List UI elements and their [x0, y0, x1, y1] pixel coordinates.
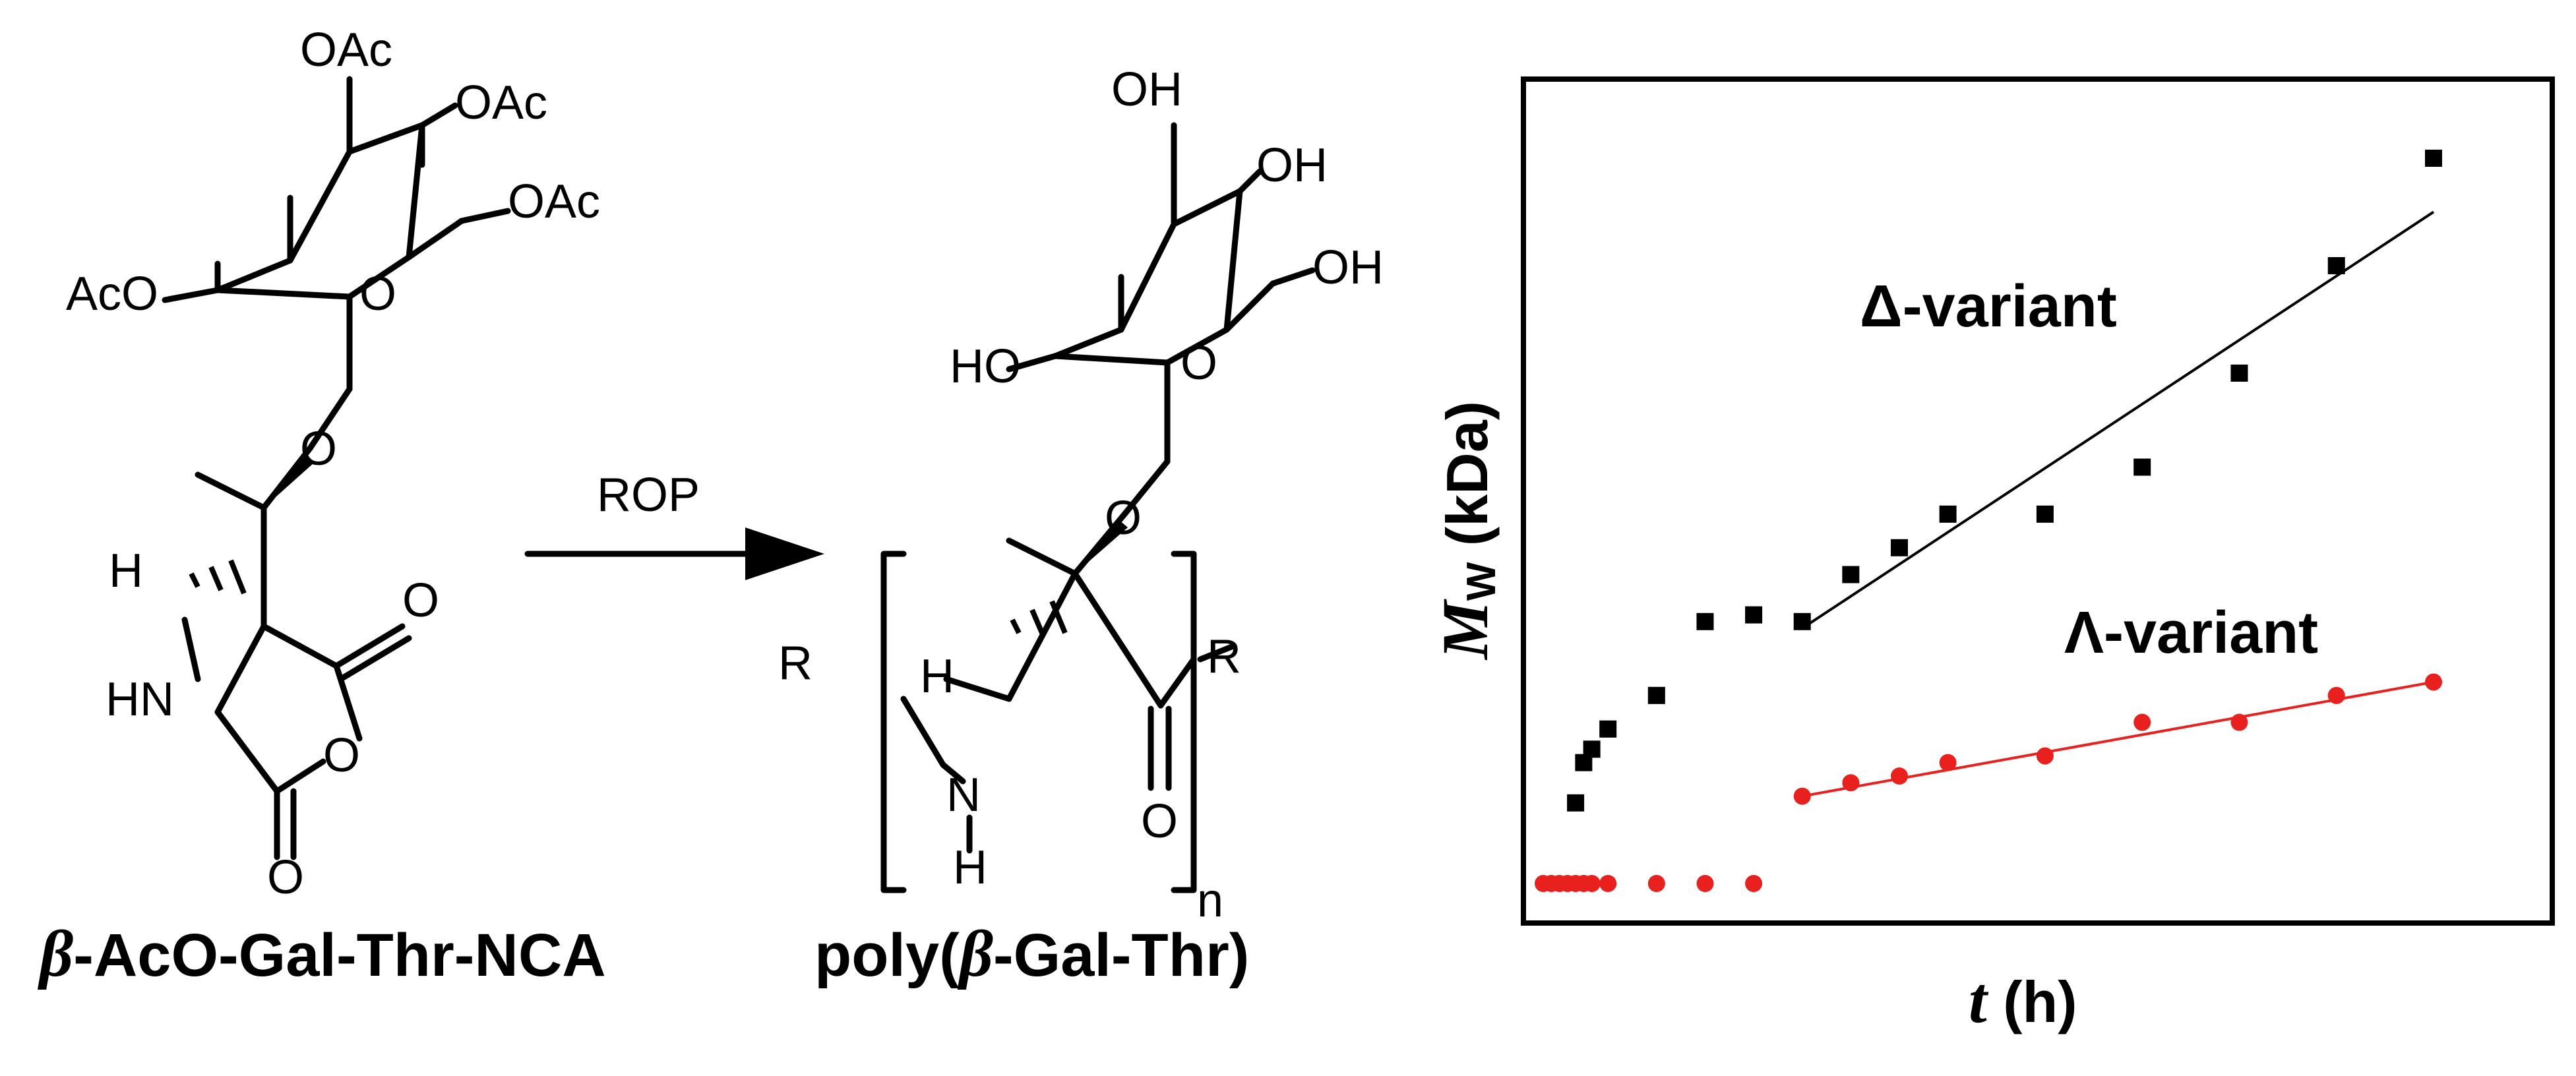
chart-marks [1535, 150, 2442, 892]
data-point-s0-15 [2425, 150, 2442, 167]
data-point-s1-11 [1793, 787, 1811, 805]
polymer-structure: OH OH OH HO O O R R H N H O n poly(β-Gal… [778, 63, 1384, 990]
atom-carbonyl-o2: O [267, 851, 304, 904]
data-point-s0-4 [1647, 686, 1665, 704]
y-axis-label: MW (kDa) [1428, 401, 1504, 661]
data-point-s0-13 [2230, 364, 2248, 382]
arrow-head [745, 527, 824, 580]
data-point-s1-18 [2327, 686, 2345, 704]
data-point-s1-6 [1583, 875, 1601, 892]
data-point-s0-3 [1599, 720, 1617, 738]
atom-oac-3: OAc [508, 175, 600, 228]
data-point-s1-9 [1696, 875, 1714, 892]
data-point-s0-0 [1567, 794, 1585, 812]
legend-label-delta: Δ-variant [1860, 274, 2117, 340]
atom-oh-2: OH [1256, 139, 1328, 192]
data-point-s1-15 [2036, 747, 2054, 765]
repeat-subscript: n [1197, 874, 1223, 927]
reaction-arrow: ROP [524, 469, 824, 580]
atom-ring-o-poly: O [1181, 337, 1217, 390]
data-point-s1-13 [1891, 767, 1908, 785]
data-point-s0-6 [1745, 606, 1763, 624]
atom-carbonyl-o-poly: O [1141, 795, 1178, 848]
atom-r-right: R [1207, 630, 1241, 683]
hash-bond [189, 559, 247, 595]
atom-h-n: H [953, 841, 987, 894]
data-point-s0-14 [2327, 256, 2345, 274]
data-point-s0-10 [1939, 505, 1957, 523]
data-point-s0-9 [1891, 539, 1908, 556]
atom-n: N [946, 769, 981, 822]
reagent-label: ROP [597, 469, 700, 522]
data-point-s0-2 [1583, 740, 1601, 758]
x-axis-label: t (h) [1969, 963, 2077, 1036]
data-point-s1-7 [1599, 875, 1617, 892]
data-point-s1-16 [2133, 713, 2151, 731]
stereo-wedge [264, 455, 314, 508]
data-point-s0-5 [1696, 613, 1714, 630]
stereo-wedge-poly [1075, 520, 1128, 574]
data-point-s0-8 [1842, 566, 1860, 583]
atom-ring-o: O [359, 268, 396, 320]
fit-line-0 [1801, 210, 2435, 630]
atom-oac-2: OAc [455, 76, 547, 129]
legend-label-lambda: Λ-variant [2064, 600, 2318, 666]
polymer-name: poly(β-Gal-Thr) [814, 917, 1249, 990]
atom-ring-o2: O [323, 729, 360, 782]
atom-carbonyl-o1: O [402, 574, 439, 627]
atom-oh-3: OH [1312, 241, 1384, 294]
data-point-s1-19 [2425, 673, 2442, 691]
atom-h: H [109, 545, 143, 597]
monomer-structure: OAc OAc OAc AcO O O H O HN O O β-AcO-Gal… [37, 24, 606, 990]
data-point-s0-12 [2133, 458, 2151, 476]
atom-h-alpha: H [920, 650, 954, 703]
bracket-left [880, 551, 907, 893]
monomer-name: β-AcO-Gal-Thr-NCA [37, 917, 606, 990]
data-point-s0-7 [1793, 613, 1811, 630]
atom-hn: HN [106, 673, 174, 726]
atom-oh-1: OH [1111, 63, 1182, 116]
hash-bond-poly [1010, 600, 1068, 634]
mw-chart: Δ-variant Λ-variant t (h) MW (kDa) [1428, 76, 2555, 1036]
data-point-s1-17 [2230, 713, 2248, 731]
atom-oac-1: OAc [300, 24, 392, 76]
atom-aco: AcO [66, 268, 158, 320]
atom-ho: HO [950, 340, 1021, 393]
atom-glyco-o-poly: O [1105, 492, 1142, 545]
bracket-right [1171, 551, 1197, 893]
atom-r-left: R [778, 637, 813, 690]
data-point-s1-12 [1842, 774, 1860, 792]
data-point-s1-14 [1939, 754, 1957, 771]
data-point-s1-8 [1647, 875, 1665, 892]
data-point-s1-10 [1745, 875, 1763, 892]
plot-frame [1521, 76, 2555, 926]
data-point-s0-11 [2036, 505, 2054, 523]
atom-glyco-o: O [300, 423, 337, 475]
